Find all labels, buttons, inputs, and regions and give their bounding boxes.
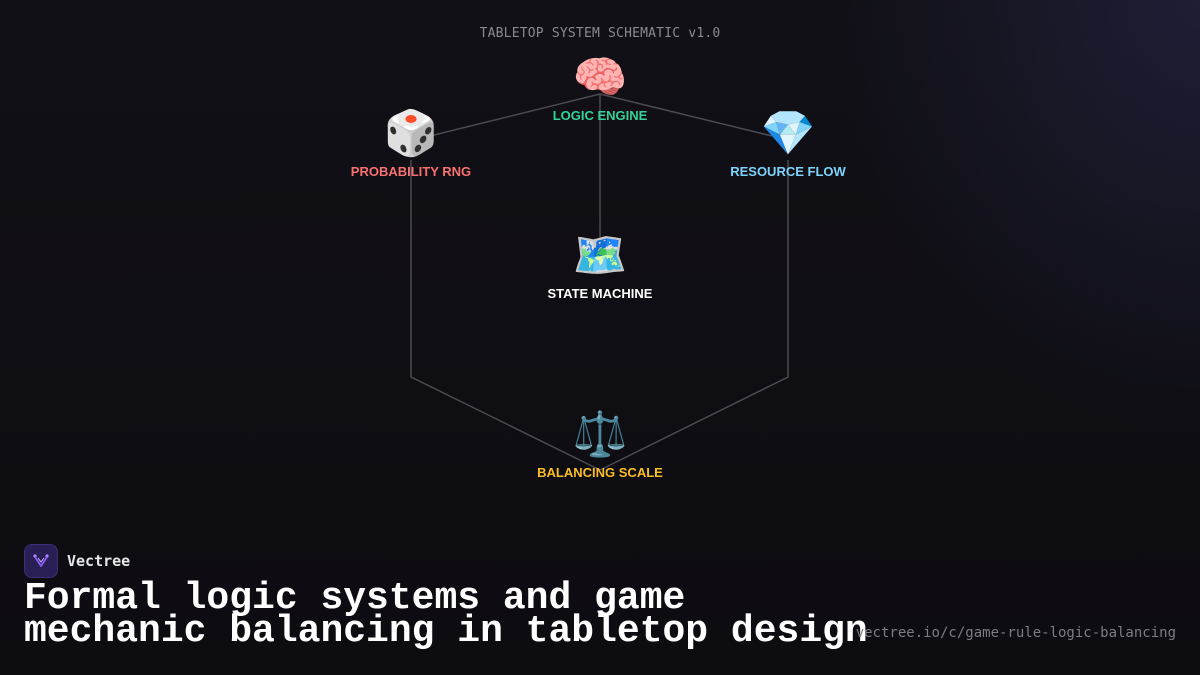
edge-resource-balancing: [599, 160, 789, 471]
brand[interactable]: Vectree: [24, 544, 130, 578]
node-label-resource-flow: RESOURCE FLOW: [730, 164, 846, 179]
gem-icon: 💎: [760, 108, 816, 159]
node-label-state-machine: STATE MACHINE: [547, 286, 653, 301]
vectree-logo-glyph: [33, 554, 49, 567]
node-state-machine: 🗺️ STATE MACHINE: [500, 230, 700, 301]
node-label-balancing-scale: BALANCING SCALE: [537, 465, 663, 480]
node-balancing-scale: ⚖️ BALANCING SCALE: [500, 409, 700, 480]
brain-icon: 🧠: [572, 52, 628, 103]
node-label-probability-rng: PROBABILITY RNG: [350, 164, 472, 179]
node-resource-flow: 💎 RESOURCE FLOW: [688, 108, 888, 179]
headline: Formal logic systems and game mechanic b…: [24, 577, 868, 653]
vectree-logo-icon: [24, 544, 58, 578]
edge-logic-probability: [429, 93, 601, 137]
page-url[interactable]: vectree.io/c/game-rule-logic-balancing: [855, 625, 1176, 641]
dice-icon: 🎲: [383, 108, 439, 159]
node-probability-rng: 🎲 PROBABILITY RNG: [311, 108, 511, 179]
edge-probability-balancing: [410, 160, 601, 471]
scale-icon: ⚖️: [572, 409, 628, 460]
edge-logic-resource: [599, 93, 773, 137]
node-logic-engine: 🧠 LOGIC ENGINE: [500, 52, 700, 123]
node-label-logic-engine: LOGIC ENGINE: [552, 108, 648, 123]
schematic-title: TABLETOP SYSTEM SCHEMATIC v1.0: [479, 26, 721, 41]
map-icon: 🗺️: [572, 230, 628, 281]
brand-name: Vectree: [67, 552, 131, 570]
